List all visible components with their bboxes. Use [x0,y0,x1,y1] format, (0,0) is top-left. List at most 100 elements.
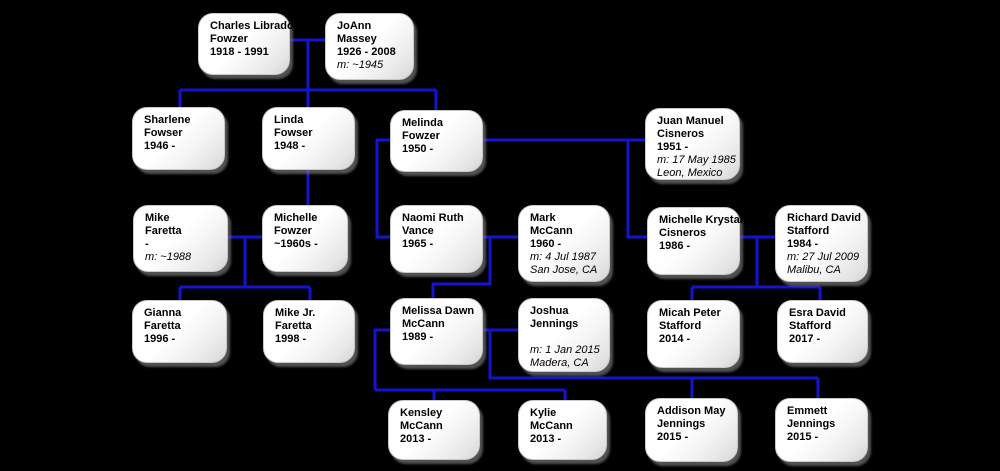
person-name-date-line: Mark [530,212,556,224]
person-name-date-line: Esra David [789,307,846,319]
connector-line [488,330,818,380]
person-marriage-note: Malibu, CA [787,264,841,276]
person-name-date-line: JoAnn [337,20,372,32]
person-name-date-line: Faretta [145,225,182,237]
person-name-date-line: 2017 - [789,333,821,345]
person-name-date-line: 1926 - 2008 [337,46,396,58]
connector-line [375,138,390,239]
person-name-date-line: 1986 - [659,240,691,252]
person-name-date-line: 2014 - [659,333,691,345]
person-name-date-line: 2013 - [400,433,432,445]
person-marriage-note: m: 1 Jan 2015 [530,344,600,356]
person-name-date-line: Faretta [275,320,312,332]
person-name-date-line: Kensley [400,407,443,419]
person-name-date-line: 1950 - [402,143,434,155]
person-marriage-note: m: 27 Jul 2009 [787,251,860,263]
person-name-date-line: 1989 - [402,331,434,343]
person-name-date-line: 1918 - 1991 [210,46,269,58]
person-name-date-line: 1984 - [787,238,819,250]
person-name-date-line: McCann [530,225,573,237]
person-marriage-note: Madera, CA [530,357,589,369]
person-name-date-line: Stafford [787,225,830,237]
person-name-date-line: Naomi Ruth [402,212,464,224]
person-name-date-line: 1948 - [274,140,306,152]
person-name-date-line: Fowzer [210,33,248,45]
person-name-date-line: 1965 - [402,238,434,250]
person-name-date-line: Fowzer [274,225,312,237]
person-name-date-line: 2013 - [530,433,562,445]
connector-line [626,140,648,239]
person-marriage-note: Leon, Mexico [657,167,723,179]
person-name-date-line: Vance [402,225,434,237]
connector-line [431,237,492,299]
person-name-date-line: Micah Peter [659,307,721,319]
person-name-date-line: Richard David [787,212,861,224]
person-name-date-line: Mike Jr. [275,307,316,319]
person-marriage-note: San Jose, CA [530,264,598,276]
person-name-date-line: McCann [400,420,443,432]
person-name-date-line: Cisneros [659,227,707,239]
person-name-date-line: Michelle [274,212,318,224]
person-name-date-line: 1998 - [275,333,307,345]
person-name-date-line: Charles Librado [210,20,294,32]
person-name-date-line: 2015 - [787,431,819,443]
person-marriage-note: m: ~1988 [145,251,192,263]
person-name-date-line: Cisneros [657,128,705,140]
person-name-date-line: Gianna [144,307,182,319]
person-name-date-line: 1996 - [144,333,176,345]
person-name-date-line: McCann [402,318,445,330]
person-name-date-line: Jennings [657,418,706,430]
person-name-date-line: Linda [274,114,304,126]
person-name-date-line: 1946 - [144,140,176,152]
person-name-date-line: Stafford [789,320,832,332]
person-marriage-note: m: 17 May 1985 [657,154,736,166]
person-name-date-line: 2015 - [657,431,689,443]
person-name-date-line: Jennings [787,418,836,430]
person-name-date-line: Fowzer [402,130,440,142]
person-name-date-line: Melinda [402,117,443,129]
person-name-date-line: Joshua [530,305,569,317]
person-name-date-line: Michelle Krystal [659,214,743,226]
person-name-date-line: Jennings [530,318,579,330]
person-name-date-line: 1951 - [657,141,689,153]
person-name-date-line: Melissa Dawn [402,305,475,317]
person-name-date-line: McCann [530,420,573,432]
person-name-date-line: Kylie [530,407,557,419]
person-name-date-line: Stafford [659,320,702,332]
person-name-date-line: Juan Manuel [657,115,724,127]
person-name-date-line: Fowser [144,127,183,139]
person-name-date-line: Emmett [787,405,828,417]
person-marriage-note: m: ~1945 [337,59,384,71]
person-name-date-line: Faretta [144,320,181,332]
person-name-date-line: 1960 - [530,238,562,250]
person-name-date-line: ~1960s - [274,238,318,250]
connector-line [373,328,390,390]
person-name-date-line: Fowser [274,127,313,139]
person-name-date-line: Addison May [657,405,726,417]
person-name-date-line [530,331,604,344]
